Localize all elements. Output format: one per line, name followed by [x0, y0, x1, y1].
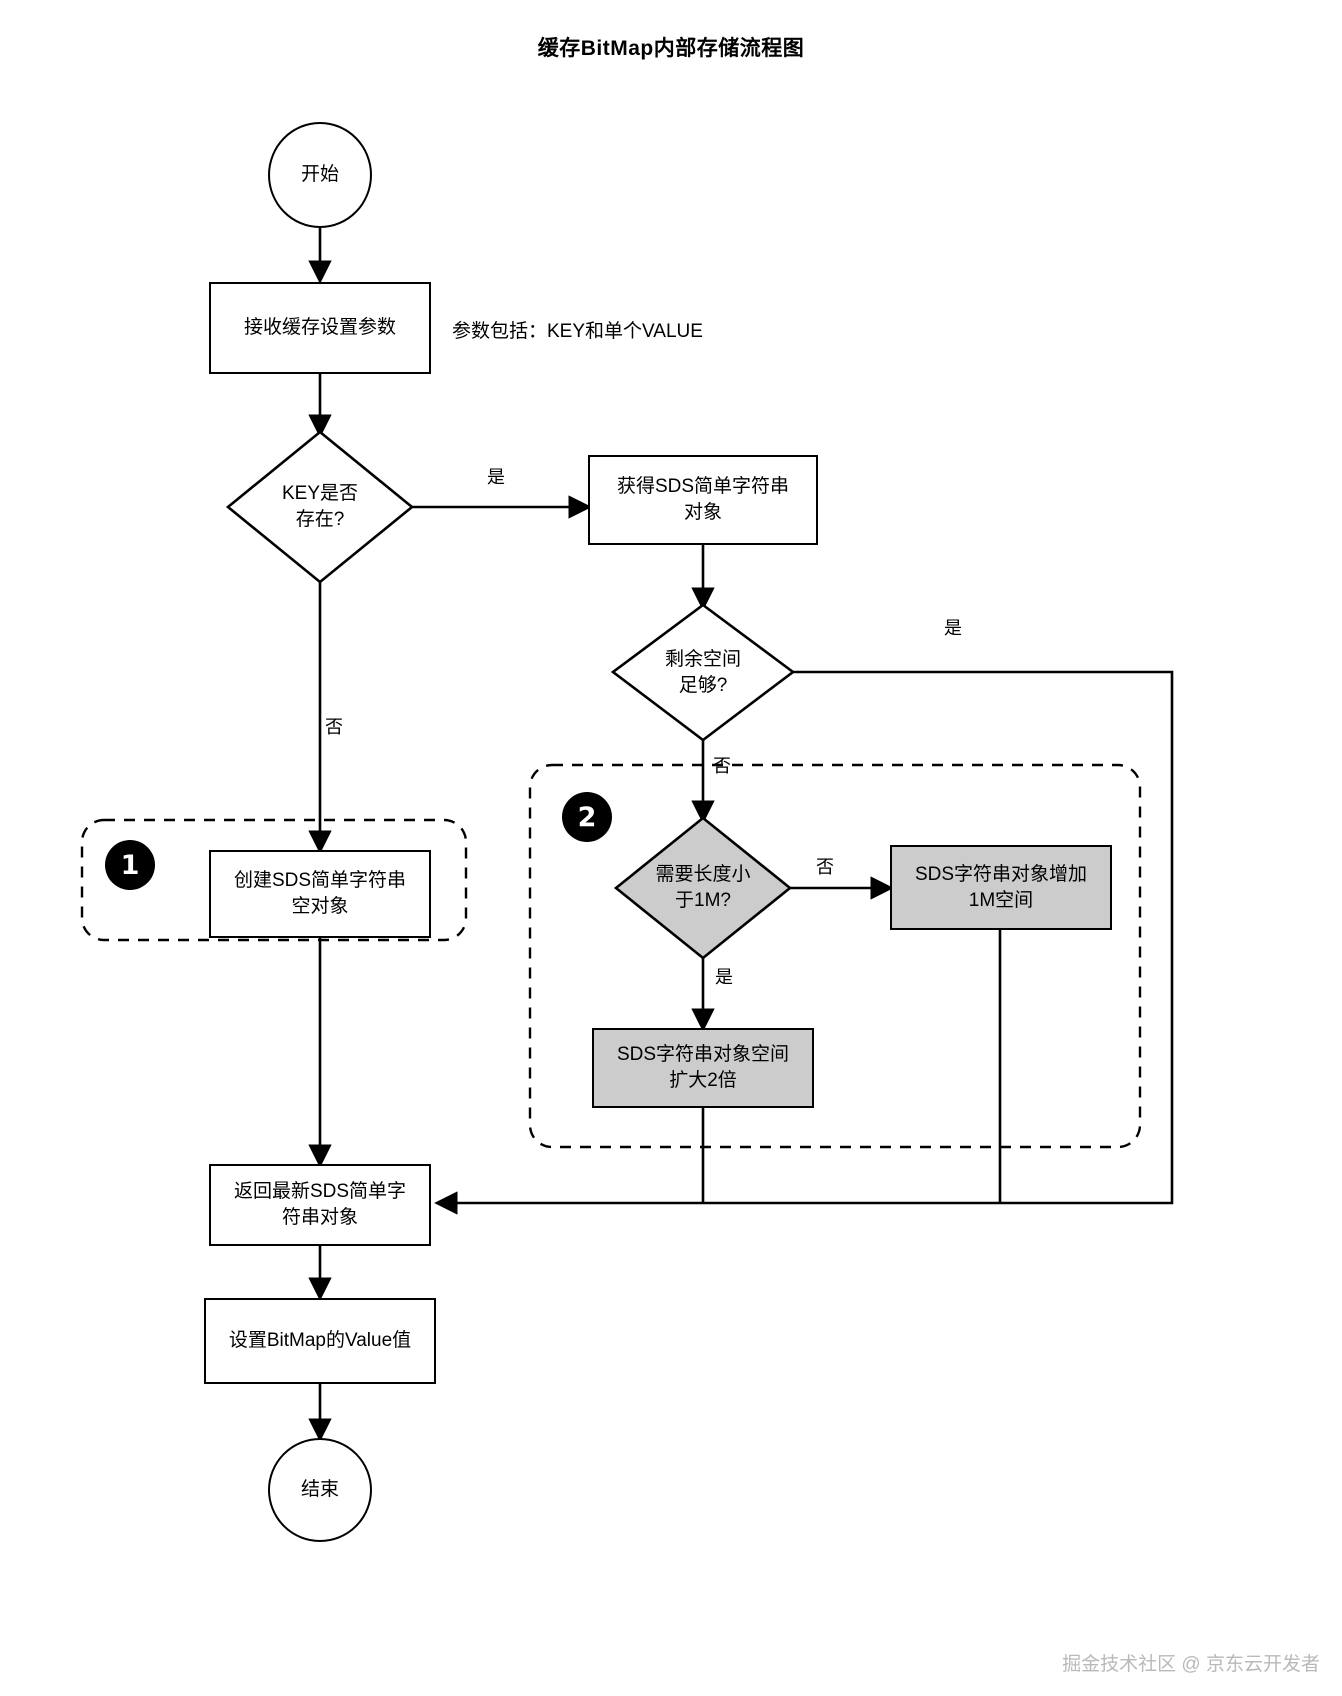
- node-add-1m-space[interactable]: SDS字符串对象增加 1M空间: [890, 845, 1112, 930]
- node-set-bitmap-value[interactable]: 设置BitMap的Value值: [204, 1298, 436, 1384]
- node-set-bitmap-value-label: 设置BitMap的Value值: [228, 1330, 412, 1352]
- decision-need-length[interactable]: 需要长度小 于1M?: [616, 818, 790, 958]
- node-start-label: 开始: [300, 164, 339, 186]
- edge-label-length-yes-text: 是: [715, 967, 733, 987]
- node-return-sds[interactable]: 返回最新SDS简单字 符串对象: [209, 1164, 431, 1246]
- edge-label-space-no-text: 否: [713, 756, 731, 776]
- node-add-1m-space-line2: 1M空间: [968, 889, 1034, 911]
- node-receive-params-label: 接收缓存设置参数: [243, 317, 396, 339]
- watermark: 掘金技术社区 @ 京东云开发者: [1062, 1654, 1320, 1675]
- node-create-sds-line2: 空对象: [291, 896, 349, 917]
- node-create-sds[interactable]: 创建SDS简单字符串 空对象: [209, 850, 431, 938]
- edge-label-length-no-text: 否: [816, 857, 834, 877]
- note-params-label: 参数包括：KEY和单个VALUE: [452, 321, 703, 342]
- node-double-space-line1: SDS字符串对象空间: [616, 1044, 790, 1066]
- decision-key-exists-line2: 存在?: [295, 509, 345, 530]
- node-receive-params[interactable]: 接收缓存设置参数: [209, 282, 431, 374]
- node-get-sds[interactable]: 获得SDS简单字符串 对象: [588, 455, 818, 545]
- decision-need-length-label: 需要长度小 于1M?: [616, 818, 790, 958]
- node-start[interactable]: 开始: [268, 122, 372, 228]
- decision-space-enough[interactable]: 剩余空间 足够?: [613, 605, 793, 740]
- decision-space-enough-label: 剩余空间 足够?: [613, 605, 793, 740]
- node-return-sds-line2: 符串对象: [281, 1207, 358, 1228]
- node-end-label: 结束: [300, 1479, 339, 1501]
- node-return-sds-line1: 返回最新SDS简单字: [233, 1181, 407, 1203]
- edge-label-length-no: 否: [816, 858, 834, 876]
- badge-group-1: 1: [105, 840, 155, 890]
- node-double-space[interactable]: SDS字符串对象空间 扩大2倍: [592, 1028, 814, 1108]
- edge-label-key-yes-text: 是: [487, 467, 505, 487]
- badge-group-1-label: 1: [120, 849, 140, 881]
- decision-need-length-line2: 于1M?: [675, 890, 731, 911]
- edge-label-key-no: 否: [325, 718, 343, 736]
- decision-key-exists[interactable]: KEY是否 存在?: [228, 432, 412, 582]
- edge-label-space-no: 否: [713, 757, 731, 775]
- note-params: 参数包括：KEY和单个VALUE: [452, 316, 703, 343]
- decision-key-exists-line1: KEY是否: [281, 483, 359, 505]
- decision-need-length-line1: 需要长度小: [655, 864, 751, 886]
- edge-label-key-no-text: 否: [325, 717, 343, 737]
- edge-label-space-yes-text: 是: [944, 618, 962, 638]
- node-end[interactable]: 结束: [268, 1438, 372, 1542]
- decision-key-exists-label: KEY是否 存在?: [228, 432, 412, 582]
- node-add-1m-space-line1: SDS字符串对象增加: [914, 863, 1088, 885]
- node-double-space-line2: 扩大2倍: [669, 1070, 737, 1091]
- badge-group-2-label: 2: [577, 801, 597, 833]
- edge-label-key-yes: 是: [487, 468, 505, 486]
- badge-group-2: 2: [562, 792, 612, 842]
- edge-label-length-yes: 是: [715, 968, 733, 986]
- node-get-sds-line1: 获得SDS简单字符串: [616, 476, 790, 498]
- page-title: 缓存BitMap内部存储流程图: [537, 37, 805, 60]
- decision-space-enough-line2: 足够?: [678, 674, 728, 696]
- edge-label-space-yes: 是: [944, 619, 962, 637]
- decision-space-enough-line1: 剩余空间: [664, 648, 741, 670]
- node-get-sds-line2: 对象: [683, 502, 722, 523]
- node-create-sds-line1: 创建SDS简单字符串: [233, 870, 407, 892]
